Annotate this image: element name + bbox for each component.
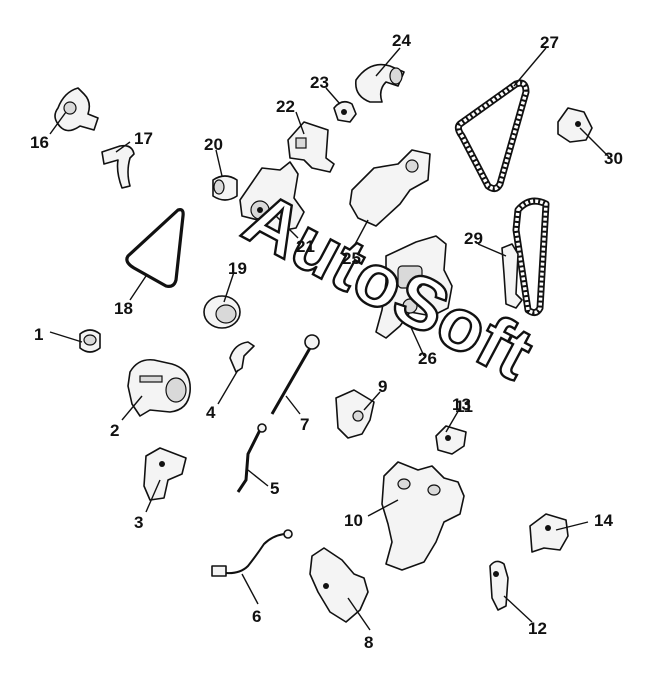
part-14 (529, 513, 569, 553)
part-17 (101, 144, 135, 189)
part-22 (287, 121, 335, 173)
part-19 (203, 295, 241, 329)
callout-30: 30 (604, 149, 623, 168)
callout-3: 3 (134, 513, 143, 532)
part-16 (54, 87, 99, 132)
part-30 (557, 107, 593, 143)
callout-29: 29 (464, 229, 483, 248)
callout-26: 26 (418, 349, 437, 368)
callout-23: 23 (310, 73, 329, 92)
part-21 (239, 161, 305, 233)
callout-7: 7 (300, 415, 309, 434)
part-18 (125, 208, 185, 288)
callout-6: 6 (252, 607, 261, 626)
callout-25: 25 (342, 249, 361, 268)
leader-lines (49, 47, 611, 631)
callout-4: 4 (206, 403, 216, 422)
callout-21: 21 (296, 237, 315, 256)
callout-5: 5 (270, 479, 279, 498)
callout-numbers: 1 2 3 4 5 6 7 8 9 10 11 12 13 14 16 17 1… (30, 31, 623, 652)
callout-27: 27 (540, 33, 559, 52)
callout-11: 11 (455, 397, 473, 416)
part-6 (211, 529, 293, 577)
part-4 (229, 341, 255, 373)
callout-8: 8 (364, 633, 373, 652)
callout-17: 17 (134, 129, 153, 148)
part-1 (79, 329, 101, 353)
part-long-chain (512, 197, 550, 317)
part-8 (309, 547, 369, 623)
part-23 (333, 100, 357, 123)
callout-10: 10 (344, 511, 363, 530)
part-27 (454, 79, 530, 193)
callout-14: 14 (594, 511, 613, 530)
callout-2: 2 (110, 421, 119, 440)
callout-13: 13 (452, 395, 471, 414)
callout-12: 12 (528, 619, 547, 638)
callout-18: 18 (114, 299, 133, 318)
part-9 (335, 389, 375, 439)
callout-19: 19 (228, 259, 247, 278)
part-3 (143, 447, 187, 501)
callout-16: 16 (30, 133, 49, 152)
part-2 (127, 358, 191, 417)
part-25 (349, 149, 431, 227)
callout-24: 24 (392, 31, 411, 50)
part-29 (501, 243, 523, 309)
part-26 (375, 235, 453, 339)
callout-1: 1 (34, 325, 43, 344)
part-12 (489, 560, 509, 611)
part-24 (354, 63, 405, 103)
part-13 (435, 425, 467, 455)
part-10 (381, 461, 465, 571)
part-5 (236, 423, 267, 493)
callout-22: 22 (276, 97, 295, 116)
part-7 (270, 334, 320, 415)
callout-20: 20 (204, 135, 223, 154)
callout-9: 9 (378, 377, 387, 396)
part-20 (212, 175, 238, 201)
